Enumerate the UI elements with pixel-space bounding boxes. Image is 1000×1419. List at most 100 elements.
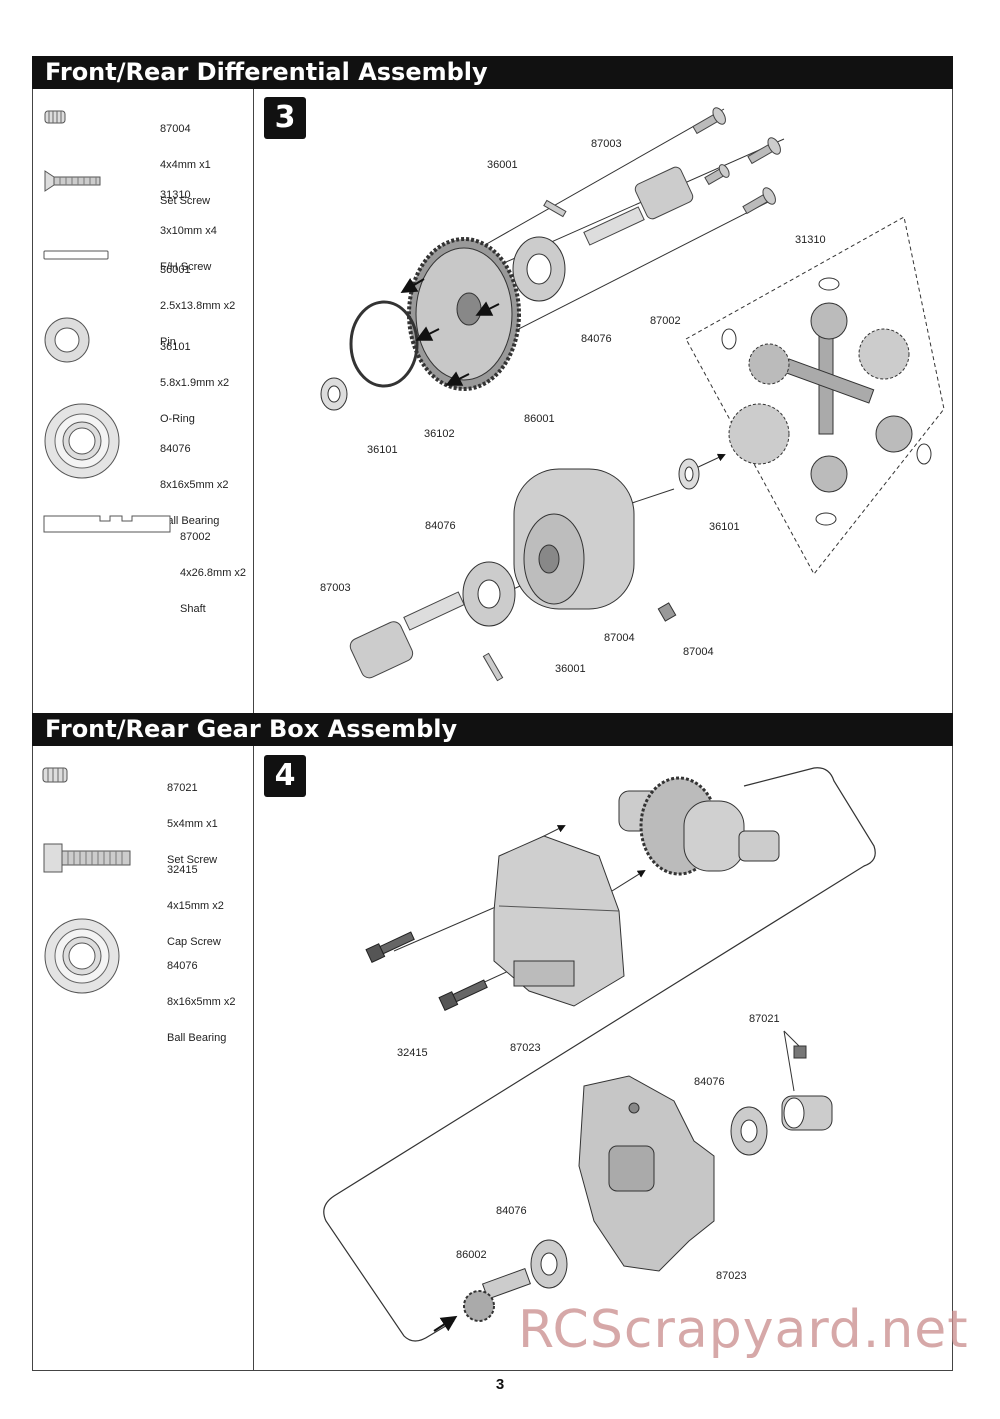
step-number-badge: 3 [264, 97, 306, 139]
callout-87004-housing: 87004 [604, 632, 635, 644]
ring-gear-icon [407, 237, 521, 391]
pin-icon [43, 250, 109, 260]
part-code: 36101 [160, 341, 191, 353]
part-code: 36001 [160, 264, 191, 276]
callout-86001: 86001 [524, 413, 555, 425]
ball-bearing-icon [44, 403, 120, 479]
set-screw-icon [793, 1045, 807, 1059]
diff-housing-icon [513, 468, 635, 610]
callout-84076-top: 84076 [581, 333, 612, 345]
part-item-84076-gearbox: 84076 8x16x5mm x2 Ball Bearing [32, 916, 253, 1044]
part-size: 4x26.8mm x2 [180, 567, 247, 579]
spider-gear-set-icon [721, 277, 932, 526]
callout-36001-bottom: 36001 [555, 663, 586, 675]
part-item-87021: 87021 5x4mm x1 Set Screw [32, 756, 253, 866]
ball-bearing-icon [530, 1239, 568, 1289]
part-type: Set Screw [167, 854, 218, 866]
differential-exploded-diagram [320, 107, 945, 682]
part-size: 4x15mm x2 [167, 900, 224, 912]
part-type: F/H Screw [160, 261, 212, 273]
ball-bearing-icon [512, 236, 566, 302]
pin-icon [482, 652, 504, 682]
part-size: 8x16x5mm x2 [167, 996, 236, 1008]
callout-87003-top: 87003 [591, 138, 622, 150]
callout-84076-left: 84076 [496, 1205, 527, 1217]
part-item-32415: 32415 4x15mm x2 Cap Screw [32, 838, 253, 948]
callout-84076-bottom: 84076 [425, 520, 456, 532]
callout-36001-top: 36001 [487, 159, 518, 171]
part-code: 84076 [167, 960, 198, 972]
part-size: 8x16x5mm x2 [160, 479, 229, 491]
callout-87023-top: 87023 [510, 1042, 541, 1054]
outdrive-cup-icon [349, 591, 465, 679]
part-type: Cap Screw [167, 936, 221, 948]
part-code: 87004 [160, 123, 191, 135]
part-item-36001: 36001 2.5x13.8mm x2 Pin [32, 238, 253, 348]
o-ring-icon [349, 300, 419, 388]
part-size: 5x4mm x1 [167, 818, 218, 830]
set-screw-icon [657, 602, 677, 622]
flat-head-screw-icon [44, 170, 101, 192]
pin-icon [543, 199, 567, 218]
outdrive-cup-icon [583, 166, 694, 246]
part-item-87004: 87004 4x4mm x1 Set Screw [32, 97, 253, 207]
page-number: 3 [495, 1376, 505, 1393]
callout-87004-screw: 87004 [683, 646, 714, 658]
cap-screw-icon [43, 843, 131, 873]
flat-head-screw-icon [692, 107, 781, 215]
callout-87002: 87002 [650, 315, 681, 327]
part-type: Set Screw [160, 195, 211, 207]
o-ring-icon [44, 317, 90, 363]
part-item-31310: 31310 3x10mm x4 F/H Screw [32, 163, 253, 273]
parts-list-differential: 87004 4x4mm x1 Set Screw 31310 3x10mm x4… [32, 89, 254, 713]
callout-32415: 32415 [397, 1047, 428, 1059]
washer-icon [320, 377, 348, 411]
part-code: 87002 [180, 531, 211, 543]
section-title-gearbox: Front/Rear Gear Box Assembly [32, 713, 953, 746]
callout-36101-left: 36101 [367, 444, 398, 456]
part-type: Ball Bearing [167, 1032, 227, 1044]
part-size: 2.5x13.8mm x2 [160, 300, 236, 312]
part-type: O-Ring [160, 413, 195, 425]
callout-87023-bottom: 87023 [716, 1270, 747, 1282]
part-code: 87021 [167, 782, 198, 794]
parts-list-gearbox: 87021 5x4mm x1 Set Screw 32415 4x15mm x2… [32, 746, 254, 1370]
assembly-enclosure [323, 767, 876, 1342]
outdrive-cup-icon [781, 1095, 833, 1131]
part-type: Pin [160, 336, 176, 348]
gear-set-enclosure [685, 216, 945, 575]
shaft-icon [43, 515, 171, 533]
set-screw-icon [44, 110, 66, 124]
differential-assembly-icon [618, 776, 780, 876]
ball-bearing-icon [44, 918, 120, 994]
watermark-text: RCScrapyard.net [518, 1300, 969, 1360]
ball-bearing-icon [462, 561, 516, 627]
gearbox-exploded-diagram [323, 767, 876, 1342]
part-code: 32415 [167, 864, 198, 876]
ball-bearing-icon [730, 1106, 768, 1156]
cap-screw-icon [365, 931, 488, 1012]
part-code: 31310 [160, 189, 191, 201]
set-screw-icon [42, 767, 68, 783]
part-code: 84076 [160, 443, 191, 455]
part-size: 4x4mm x1 [160, 159, 211, 171]
callout-36101-right: 36101 [709, 521, 740, 533]
step-number-badge: 4 [264, 755, 306, 797]
callout-87021: 87021 [749, 1013, 780, 1025]
callout-36102: 36102 [424, 428, 455, 440]
part-size: 5.8x1.9mm x2 [160, 377, 230, 389]
washer-icon [678, 458, 700, 490]
pinion-gear-icon [463, 1267, 531, 1322]
part-item-36101: 36101 5.8x1.9mm x2 O-Ring [32, 311, 253, 425]
part-item-84076: 84076 8x16x5mm x2 Ball Bearing [32, 399, 253, 527]
callout-31310: 31310 [795, 234, 826, 246]
callout-84076-right: 84076 [694, 1076, 725, 1088]
part-type: Shaft [180, 603, 206, 615]
section-title-differential: Front/Rear Differential Assembly [32, 56, 953, 89]
callout-87003-bottom: 87003 [320, 582, 351, 594]
gearbox-housing-lower-icon [578, 1075, 715, 1272]
part-size: 3x10mm x4 [160, 225, 217, 237]
gearbox-housing-upper-icon [493, 835, 625, 1007]
callout-86002: 86002 [456, 1249, 487, 1261]
part-item-87002: 87002 4x26.8mm x2 Shaft [32, 505, 253, 615]
